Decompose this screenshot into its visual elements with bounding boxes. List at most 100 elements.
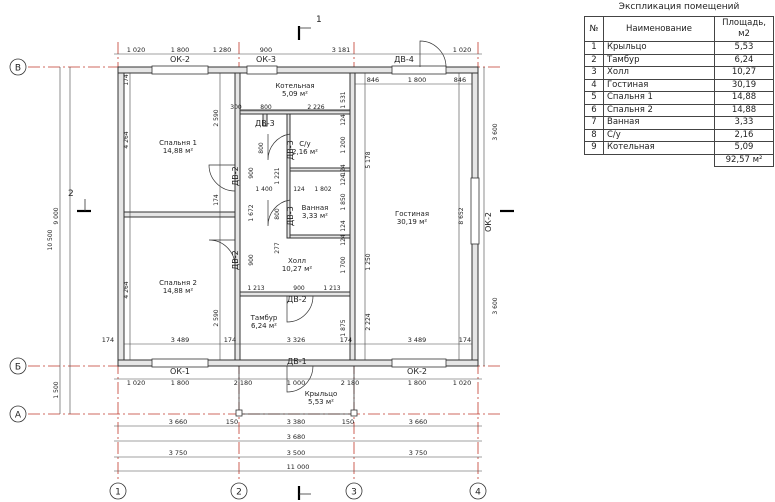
dim-k124a: 124 [340,114,347,126]
dim-k9000: 9 000 [53,207,60,224]
row-area: 6,24 [714,53,774,67]
dim-top-5: 3 181 [332,46,351,54]
dim-r174c: 174 [340,336,352,344]
mark-dv2-c: ДВ-2 [287,295,307,304]
room-living: Гостиная [395,210,429,218]
row-area: 2,16 [714,128,774,142]
section-marks: 1 2 [68,15,514,500]
row-area: 14,88 [714,103,774,117]
windows [151,65,480,368]
dim-k1531: 1 531 [340,91,347,108]
dim-k900c: 900 [293,285,305,292]
col-name: Наименование [603,16,715,42]
room-kotel: Котельная [275,82,314,90]
dim-r3326: 3 326 [287,336,306,344]
dim-k124e: 124 [340,220,347,232]
room-bed1-area: 14,88 м² [163,147,194,155]
dim-k4264a: 4 264 [123,131,130,148]
dim-liv-2: 1 800 [408,76,427,84]
dim-top-4: 900 [260,46,272,54]
doors [208,40,447,393]
dim-k900b: 900 [248,254,255,266]
dim-b2180b: 2 180 [341,379,360,387]
row-dimensions: 174 3 489 174 3 326 174 3 489 174 1 020 … [102,336,472,471]
row-num: 5 [584,91,604,105]
room-su: С/у [299,140,310,148]
dim-k3600b: 3 600 [492,297,499,314]
dim-p3500: 3 500 [287,449,306,457]
mark-ok2-bottom: ОК-2 [407,367,427,376]
dim-r174a: 174 [102,336,114,344]
row-num: 2 [584,53,604,67]
mark-dv4: ДВ-4 [394,55,414,64]
dim-p3750a: 3 750 [169,449,188,457]
dim-p3680: 3 680 [287,433,306,441]
row-num: 9 [584,141,604,155]
room-porch: Крыльцо [305,390,338,398]
dim-r3489b: 3 489 [408,336,427,344]
row-name: Котельная [603,141,715,155]
axis-1-label: 1 [115,488,121,498]
dim-k300: 300 [230,104,242,111]
dim-k124f: 124 [340,234,347,246]
room-porch-area: 5,53 м² [308,398,334,406]
dim-p150b: 150 [342,418,354,426]
dim-k124b: 124 [340,164,347,176]
room-labels: Котельная 5,09 м² С/у 2,16 м² Спальня 1 … [159,82,429,406]
room-kotel-area: 5,09 м² [282,90,308,98]
dim-top-1: 1 020 [127,46,146,54]
dim-k10500: 10 500 [47,229,54,250]
dim-k1221: 1 221 [274,167,281,184]
row-area: 3,33 [714,116,774,130]
row-name: С/у [603,128,715,142]
mark-ok2-right: ОК-2 [484,212,493,232]
dim-k1700: 1 700 [340,256,347,273]
dim-k3600a: 3 600 [492,123,499,140]
dim-k1213a: 1 213 [247,285,264,292]
col-num: № [584,16,604,42]
dim-p3380: 3 380 [287,418,306,426]
room-bath-area: 3,33 м² [302,212,328,220]
axis-V-label: В [15,64,21,74]
total-spacer [604,154,715,167]
schedule-title: Экспликация помещений [618,2,740,12]
dim-p11000: 11 000 [287,463,310,471]
row-name: Тамбур [603,53,715,67]
room-schedule: Экспликация помещений № Наименование Пло… [584,0,774,167]
axis-bubbles: 1 2 3 4 А Б В [9,58,487,500]
room-bed2-area: 14,88 м² [163,287,194,295]
axis-4-label: 4 [475,488,481,498]
dim-top-3: 1 280 [213,46,232,54]
porch [235,366,358,417]
row-name: Холл [603,66,715,80]
dim-r3489a: 3 489 [171,336,190,344]
interior-dimensions: 300 800 2 226 1 531 2 590 4 264 174 124 … [47,74,499,399]
dim-k1802: 1 802 [314,186,331,193]
dim-p150a: 150 [226,418,238,426]
dim-k5178: 5 178 [365,151,372,168]
dim-b1000: 1 000 [287,379,306,387]
dim-b1020b: 1 020 [453,379,472,387]
dim-r174b: 174 [224,336,236,344]
row-name: Спальня 1 [603,91,715,105]
mark-dv2-a: ДВ-2 [231,166,240,186]
top-dimensions: 1 020 1 800 1 280 900 3 181 1 020 846 1 … [127,46,472,84]
opening-marks: ОК-2 ОК-3 ДВ-4 ДВ-3 ДВ-3 ДВ-3 ДВ-2 ДВ-2 … [170,55,493,376]
dim-liv-1: 846 [367,76,379,84]
dim-b1800b: 1 800 [408,379,427,387]
dim-k800: 800 [260,104,272,111]
dim-p3750b: 3 750 [409,449,428,457]
mark-dv3-c: ДВ-3 [286,206,295,226]
dim-k1500: 1 500 [53,381,60,398]
dim-k1672: 1 672 [248,204,255,221]
row-name: Крыльцо [603,41,715,55]
room-tambur-area: 6,24 м² [251,322,277,330]
dim-k2590a: 2 590 [213,109,220,126]
mark-dv3-a: ДВ-3 [255,119,275,128]
row-area: 5,53 [714,41,774,55]
